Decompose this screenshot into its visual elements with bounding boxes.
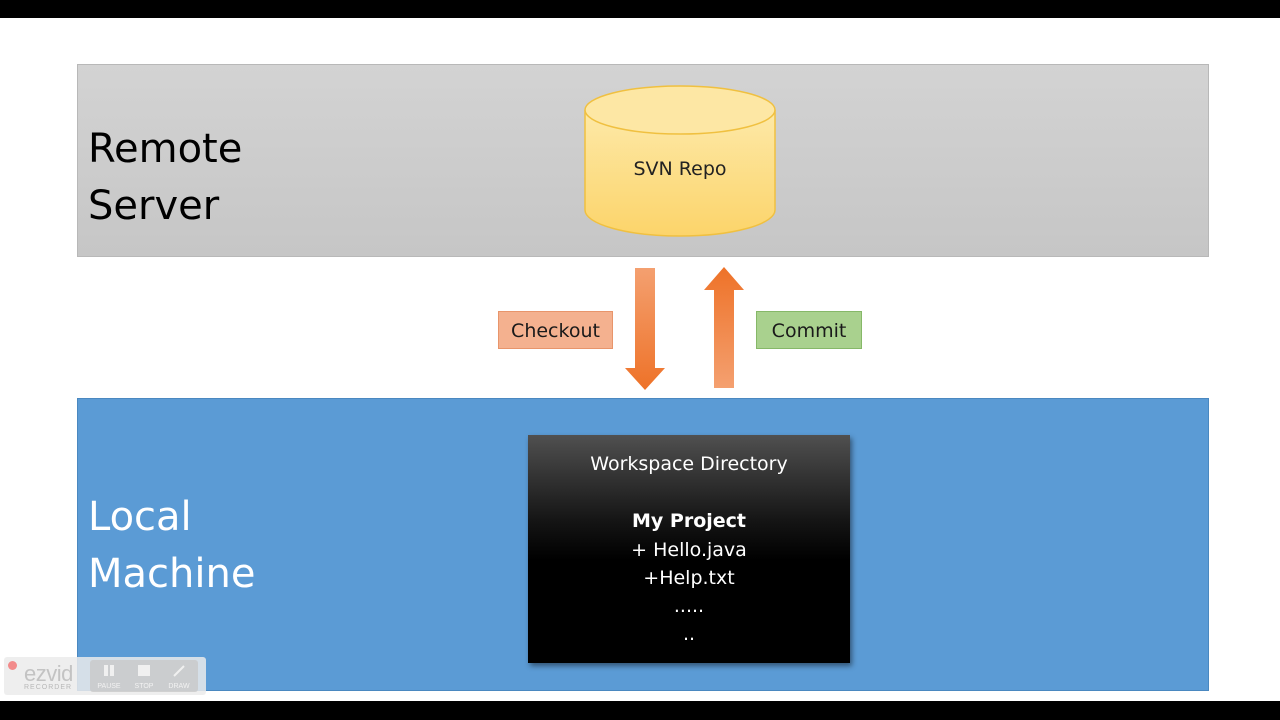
commit-arrow-up-icon — [704, 267, 744, 388]
workspace-title: Workspace Directory — [590, 453, 788, 475]
pause-button-label: PAUSE — [97, 683, 121, 690]
file-entry-help-txt: +Help.txt — [643, 567, 735, 589]
recorder-controls: PAUSE STOP DRAW — [90, 660, 198, 692]
checkout-label: Checkout — [498, 311, 613, 349]
stop-button-label: STOP — [134, 683, 154, 690]
recorder-widget: ezvid RECORDER PAUSE STOP DRAW — [4, 657, 206, 695]
project-name: My Project — [632, 510, 746, 532]
recorder-brand: ezvid — [24, 661, 73, 686]
file-entry-ellipsis-short: .. — [682, 623, 696, 645]
bottom-letterbox-bar — [0, 701, 1280, 720]
record-indicator-icon — [8, 661, 17, 670]
pause-button[interactable]: PAUSE — [92, 660, 126, 692]
workspace-directory-box: Workspace Directory My Project + Hello.j… — [528, 435, 850, 663]
remote-server-label: Remote Server — [88, 126, 243, 229]
top-letterbox-bar — [0, 0, 1280, 18]
svn-repo-label: SVN Repo — [633, 158, 727, 180]
draw-button[interactable]: DRAW — [162, 660, 196, 692]
pencil-icon — [173, 665, 185, 677]
file-entry-ellipsis: ..... — [673, 595, 705, 617]
recorder-subtitle: RECORDER — [24, 684, 73, 691]
pause-icon — [104, 665, 114, 676]
commit-label: Commit — [756, 311, 862, 349]
svn-repo-cylinder — [584, 85, 776, 237]
file-entry-hello-java: + Hello.java — [631, 539, 747, 561]
stop-icon — [138, 665, 150, 676]
stop-button[interactable]: STOP — [127, 660, 161, 692]
draw-button-label: DRAW — [168, 683, 190, 690]
local-machine-label: Local Machine — [88, 494, 256, 597]
checkout-arrow-down-icon — [625, 268, 665, 390]
transfer-arrows — [625, 267, 744, 390]
